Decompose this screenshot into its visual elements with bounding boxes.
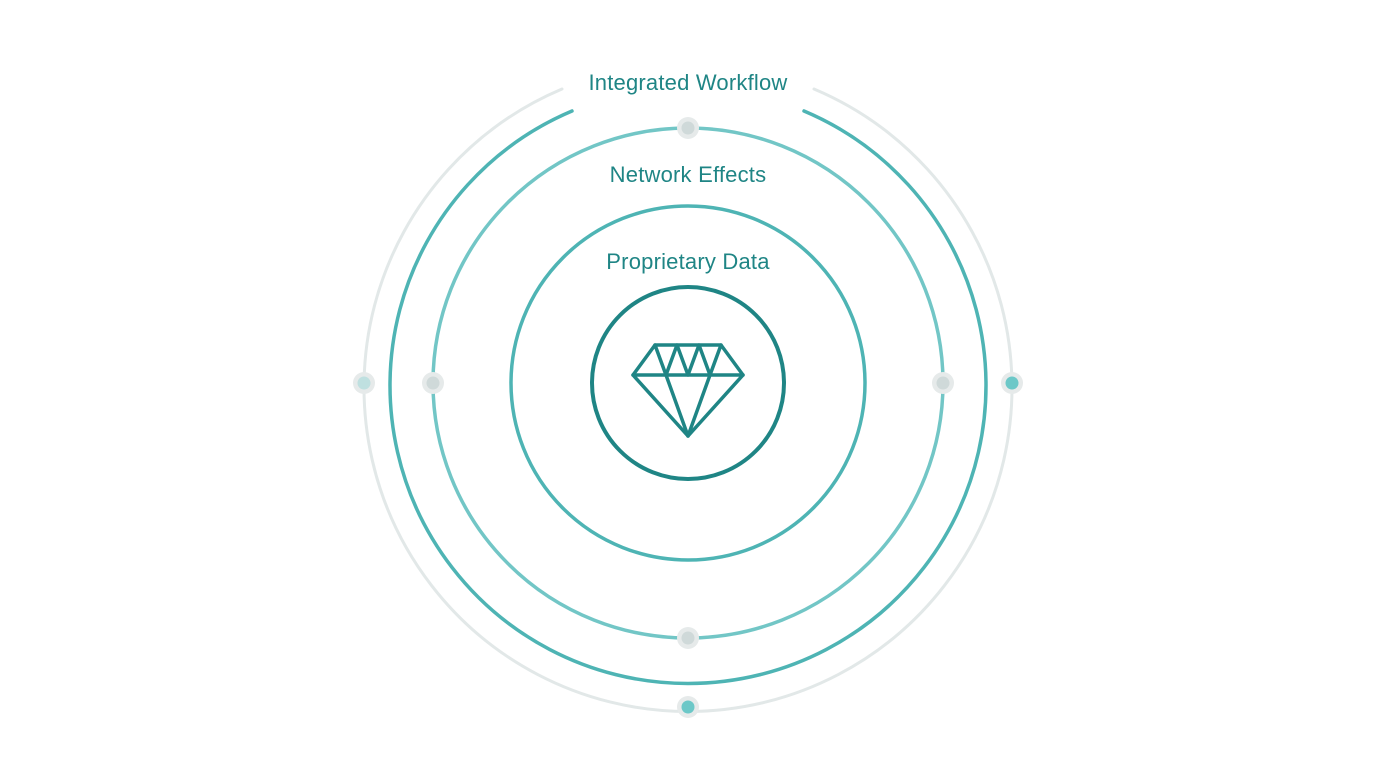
node-network-bottom xyxy=(677,627,699,649)
label-proprietary-data: Proprietary Data xyxy=(606,249,770,274)
node-network-left xyxy=(422,372,444,394)
label-integrated-workflow: Integrated Workflow xyxy=(588,70,788,95)
node-outer-right xyxy=(1001,372,1023,394)
ring-integrated-workflow xyxy=(388,109,988,686)
node-network-top xyxy=(677,117,699,139)
ring-proprietary-data xyxy=(509,204,867,562)
node-network-right xyxy=(932,372,954,394)
label-network-effects: Network Effects xyxy=(609,162,767,187)
node-outer-left xyxy=(353,372,375,394)
diamond-icon xyxy=(631,343,745,438)
core-circle xyxy=(590,285,786,481)
node-outer-bottom xyxy=(677,696,699,718)
